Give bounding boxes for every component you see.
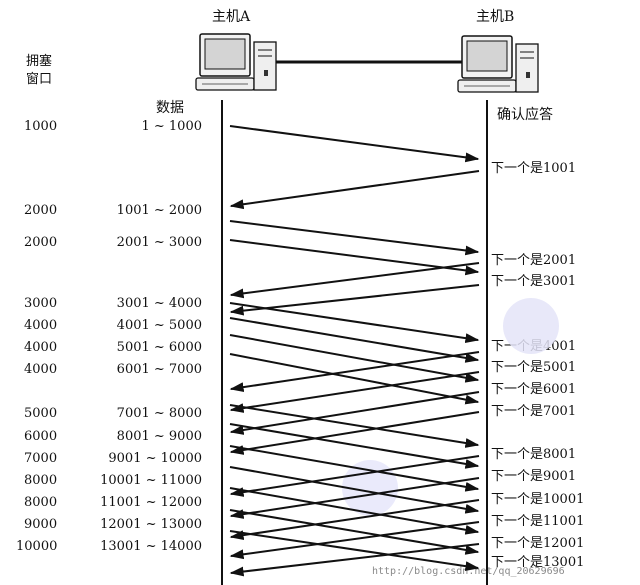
data-range: 6001 ~ 7000 (116, 362, 202, 377)
ack-arrow (229, 284, 480, 316)
ack-arrow (229, 499, 480, 540)
data-header: 数据 (156, 100, 184, 116)
ack-arrow (229, 477, 480, 519)
ack-arrow (229, 262, 480, 299)
ack-label: 下一个是10001 (491, 492, 585, 507)
data-range: 3001 ~ 4000 (116, 296, 202, 311)
ack-label: 下一个是13001 (491, 555, 585, 570)
ack-arrow (229, 411, 480, 455)
data-range: 13001 ~ 14000 (100, 539, 202, 554)
window-value: 2000 (24, 235, 58, 250)
data-arrow (229, 487, 480, 535)
ack-arrows (229, 170, 480, 577)
ack-arrow (229, 371, 480, 413)
window-value: 6000 (24, 429, 58, 444)
data-range: 7001 ~ 8000 (116, 406, 202, 421)
ack-label: 下一个是1001 (491, 161, 577, 176)
data-range: 5001 ~ 6000 (116, 340, 202, 355)
data-range: 11001 ~ 12000 (100, 495, 202, 510)
window-header-line1: 拥塞 (26, 54, 53, 69)
host-b-computer-icon (457, 35, 539, 93)
watermark: http://blog.csdn.net/qq_20629696 (372, 566, 565, 577)
data-arrow (229, 466, 480, 514)
window-header-line2: 窗口 (26, 72, 53, 87)
window-value: 2000 (24, 203, 58, 218)
data-arrow (229, 125, 480, 163)
data-arrow (229, 445, 480, 492)
ack-label: 下一个是2001 (491, 253, 577, 268)
data-range: 1001 ~ 2000 (116, 203, 202, 218)
data-range: 8001 ~ 9000 (116, 429, 202, 444)
window-value: 8000 (24, 473, 58, 488)
ack-arrow (229, 391, 480, 435)
data-arrow (229, 353, 480, 405)
ack-label: 下一个是12001 (491, 536, 585, 551)
data-range: 12001 ~ 13000 (100, 517, 202, 532)
data-range: 2001 ~ 3000 (116, 235, 202, 250)
ack-label: 下一个是5001 (491, 360, 577, 375)
window-value: 5000 (24, 406, 58, 421)
window-value: 4000 (24, 362, 58, 377)
host-a-label: 主机A (212, 9, 251, 25)
host-b-label: 主机B (476, 9, 515, 25)
ack-arrow (229, 170, 480, 210)
data-arrow (229, 404, 480, 448)
window-value: 8000 (24, 495, 58, 510)
ack-label: 下一个是3001 (491, 274, 577, 289)
data-arrow (229, 334, 480, 383)
window-value: 4000 (24, 318, 58, 333)
data-arrow (229, 509, 480, 555)
window-value: 3000 (24, 296, 58, 311)
window-value: 1000 (24, 119, 58, 134)
data-arrow (229, 302, 480, 343)
ack-label: 下一个是11001 (491, 514, 585, 529)
highlight-circle (503, 298, 559, 354)
ack-header: 确认应答 (497, 107, 553, 123)
data-range: 1 ~ 1000 (141, 119, 202, 134)
window-value: 4000 (24, 340, 58, 355)
ack-label: 下一个是6001 (491, 382, 577, 397)
ack-arrow (229, 351, 480, 392)
data-arrow (229, 239, 480, 276)
ack-arrow (229, 521, 480, 560)
window-value: 9000 (24, 517, 58, 532)
ack-arrow (229, 543, 480, 577)
ack-label: 下一个是7001 (491, 404, 577, 419)
ack-arrow (229, 455, 480, 497)
window-value: 7000 (24, 451, 58, 466)
data-arrow (229, 423, 480, 469)
ack-label: 下一个是9001 (491, 469, 577, 484)
host-a-computer-icon (195, 33, 277, 91)
data-range: 9001 ~ 10000 (108, 451, 202, 466)
ack-label: 下一个是8001 (491, 447, 577, 462)
data-arrow (229, 530, 480, 571)
data-arrow (229, 317, 480, 363)
data-arrow (229, 220, 480, 256)
data-range: 4001 ~ 5000 (116, 318, 202, 333)
data-range: 10001 ~ 11000 (100, 473, 202, 488)
window-value: 10000 (16, 539, 58, 554)
data-arrows (229, 125, 480, 571)
